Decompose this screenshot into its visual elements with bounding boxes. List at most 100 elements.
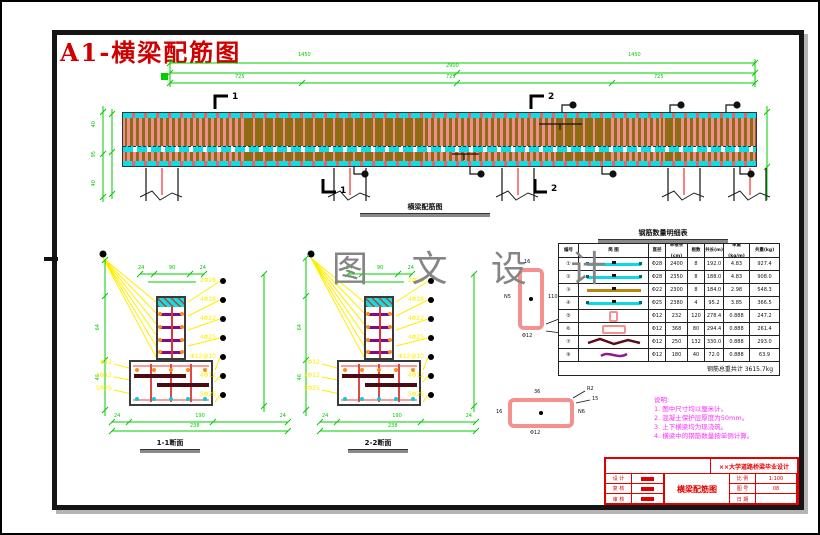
field-label: 设 计 xyxy=(606,474,632,484)
dim-label: 24 xyxy=(114,413,121,419)
rebar-sketch-horizontal-stirrup xyxy=(579,323,649,336)
support-centerlines xyxy=(161,168,751,195)
section-dimension-lines xyxy=(101,254,480,435)
dim-label: 15 xyxy=(592,396,599,402)
signature-mark xyxy=(641,486,654,491)
callout-circle xyxy=(220,354,226,360)
drawing-name: 横梁配筋图 xyxy=(664,474,730,504)
section2-leader-lines xyxy=(310,257,429,403)
footing-hatch xyxy=(358,364,360,402)
stirrup-cluster xyxy=(428,118,556,161)
drawing-title: A1-横梁配筋图 xyxy=(60,38,242,67)
field-label: 比 例 xyxy=(730,474,756,484)
title-block-header: ××大学道路桥梁毕业设计 xyxy=(606,459,797,474)
dim-label: N5 xyxy=(504,294,511,300)
dim-label: 24 xyxy=(138,265,145,271)
title-block-blank-cell xyxy=(606,459,711,473)
note-item: 2. 混凝土保护层厚度为50mm。 xyxy=(654,414,749,422)
field-value xyxy=(632,484,664,494)
rebar-callout: 2Φ28 xyxy=(396,278,434,284)
beam-left-dimension xyxy=(99,106,116,202)
rebar-callout: 5Φ25 xyxy=(396,392,434,398)
section-marker-1-bottom: 1 xyxy=(340,186,347,196)
dim-label: 24 xyxy=(199,265,206,271)
rebar-dots xyxy=(343,368,415,372)
rebar-callout: 4Φ25 xyxy=(396,335,434,341)
dim-label: 1450 xyxy=(628,52,641,58)
dim-label: 24 xyxy=(322,413,329,419)
section2-stem xyxy=(364,296,394,360)
dimension-origin-mark xyxy=(161,73,168,80)
section1-callout-circle xyxy=(99,250,107,258)
rebar-callout: 5Φ25 xyxy=(303,385,320,392)
stirrup-cluster xyxy=(681,118,754,161)
rebar-callout: 2Φ12 xyxy=(303,372,320,379)
stirrup-cluster xyxy=(611,118,661,161)
frame-fold-mark xyxy=(44,257,58,261)
dim-label: 238 xyxy=(190,423,200,429)
rebar-bar xyxy=(342,374,394,378)
callout-circle xyxy=(428,354,434,360)
callout-circle xyxy=(220,316,226,322)
signature-mark xyxy=(641,497,654,501)
dim-label: 1450 xyxy=(298,52,311,58)
section-cut-markers xyxy=(213,94,547,194)
callout-circle xyxy=(428,392,434,398)
rebar-callout: 4Φ28 xyxy=(188,297,226,303)
rebar-sketch-cyan-hooked-bar xyxy=(579,271,649,284)
stem-centerline xyxy=(379,307,381,358)
dim-label: 24 xyxy=(407,265,414,271)
field-value xyxy=(632,494,664,504)
table-header-row: 编号 简 图 直径 单根长(cm) 根数 共长(m) 单重(kg/m) 共重(k… xyxy=(559,244,779,258)
dim-label: 24 xyxy=(346,265,353,271)
stem-top-hatch xyxy=(366,298,392,307)
beam-callout-flags xyxy=(353,101,755,178)
callout-circle xyxy=(428,373,434,379)
dim-label: R2 xyxy=(587,386,594,392)
rebar-callout: 5Φ25 xyxy=(188,392,226,398)
rebar-callout: 4Φ12 xyxy=(396,373,434,379)
note-item: 1. 图中尺寸均以厘米计。 xyxy=(654,405,728,413)
stem-centerline xyxy=(171,307,173,358)
field-value: 08 xyxy=(756,484,797,494)
notes-list: 1. 图中尺寸均以厘米计。2. 混凝土保护层厚度为50mm。3. 上下横梁均为现… xyxy=(654,405,804,441)
callout-circle xyxy=(220,335,226,341)
section2-caption: 2-2断面 xyxy=(348,438,408,450)
rebar-callout: 4Φ22 xyxy=(396,316,434,322)
rebar-callout: Φ12@10 xyxy=(188,354,226,360)
callout-circle xyxy=(428,278,434,284)
beam-elevation xyxy=(122,112,757,167)
rebar-sketch-cyan-hooked-bar xyxy=(579,297,649,310)
rebar-callout: 4Φ25 xyxy=(188,335,226,341)
rebar-callout: 4Φ22 xyxy=(188,316,226,322)
section1-leader-lines xyxy=(102,257,221,403)
field-value: 1:100 xyxy=(756,474,797,484)
dim-label: 40 xyxy=(91,180,97,187)
field-label: 复 核 xyxy=(606,484,632,494)
rebar-sketch-cyan-hooked-bar xyxy=(579,258,649,271)
dim-label: 2900 xyxy=(446,63,459,69)
callout-circle xyxy=(428,316,434,322)
rebar-sketch-bent-bar xyxy=(579,336,649,349)
rebar-sketch-vertical-stirrup xyxy=(579,310,649,323)
dim-label: 36 xyxy=(534,389,541,395)
dim-label: N6 xyxy=(578,409,585,415)
dim-label: 24 xyxy=(465,413,472,419)
rebar-callout: 4Φ12 xyxy=(188,373,226,379)
dim-label: 190 xyxy=(195,413,205,419)
vertical-stirrup-detail xyxy=(518,268,544,330)
rebar-callout: 2Φ28 xyxy=(188,278,226,284)
dim-label: 40 xyxy=(91,121,97,128)
callout-circle xyxy=(428,297,434,303)
